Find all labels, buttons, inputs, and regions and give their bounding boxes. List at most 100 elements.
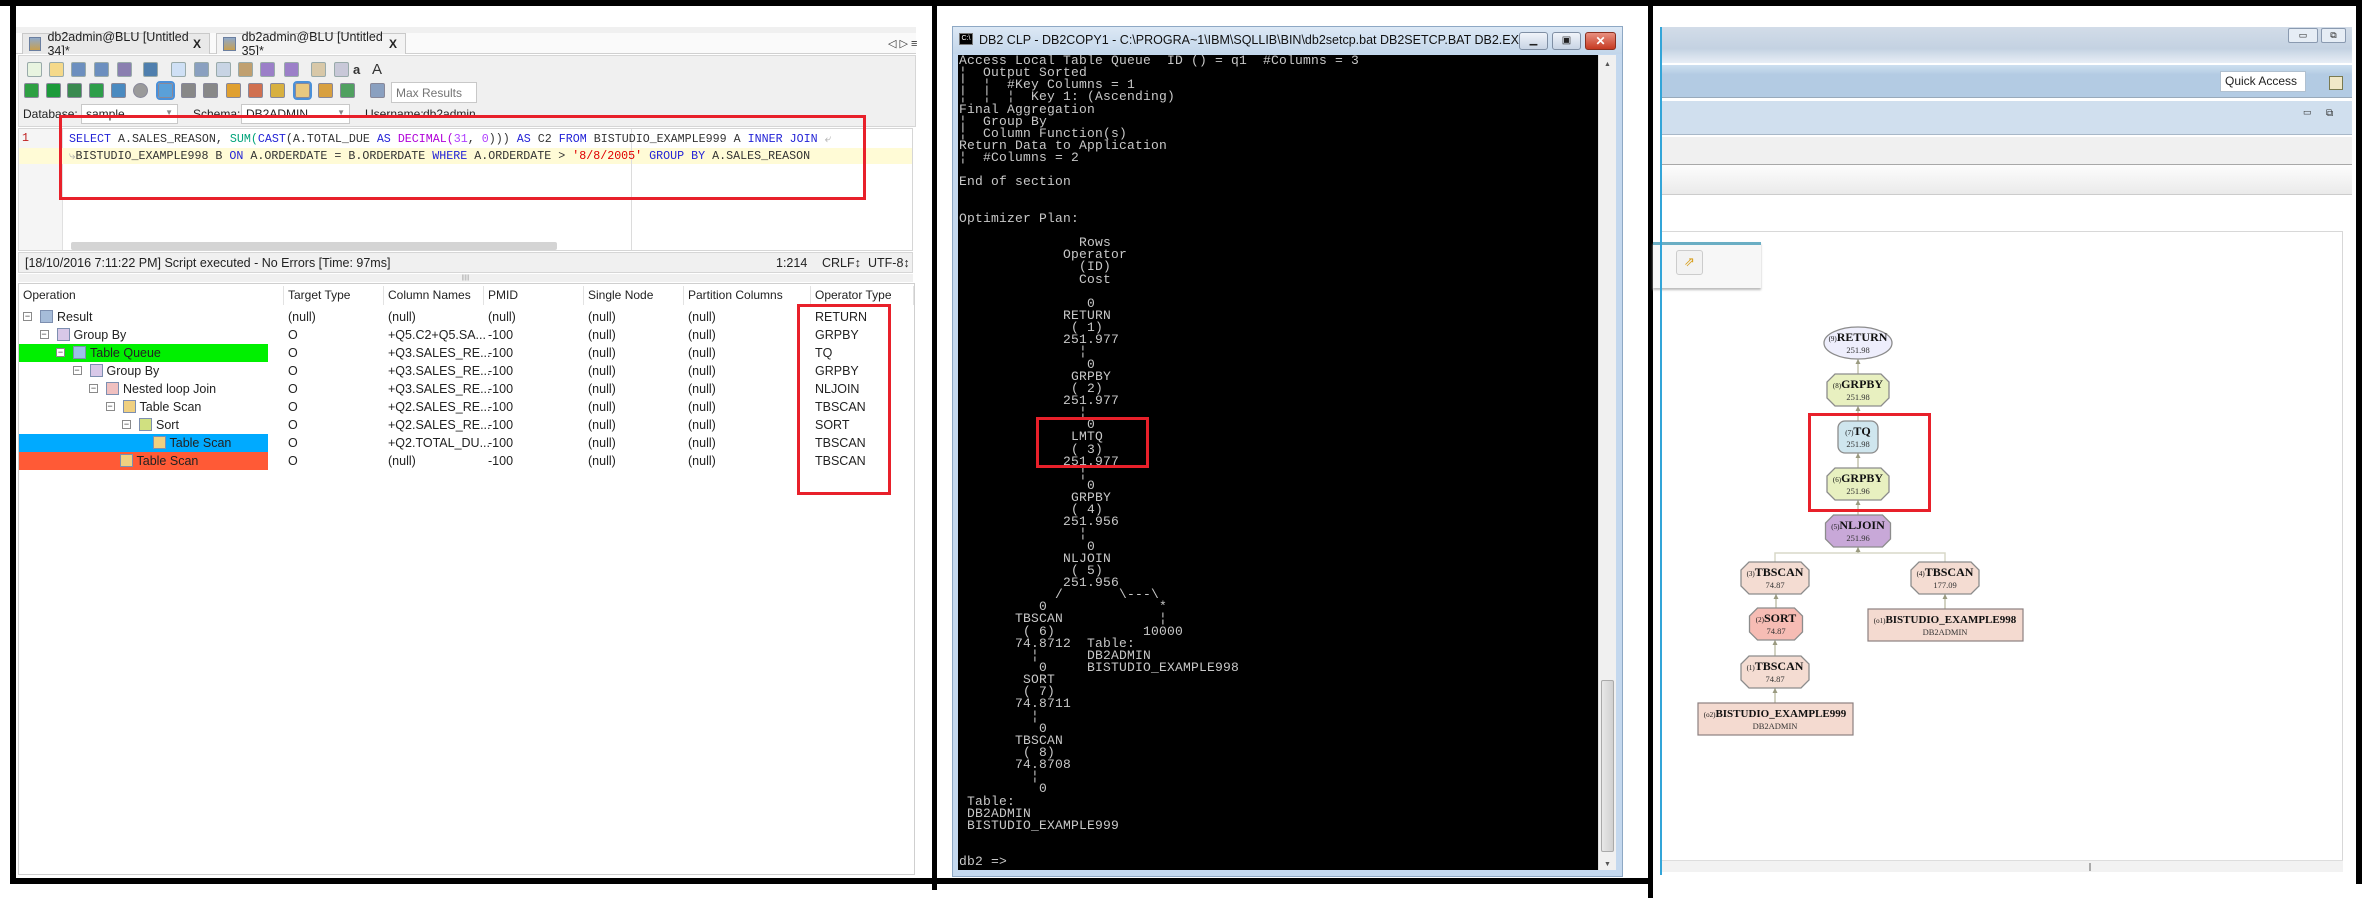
connect-icon[interactable]: [226, 83, 241, 98]
export-icon[interactable]: ⇗: [1676, 250, 1703, 275]
minimize-button[interactable]: ▁: [1519, 32, 1548, 50]
column-header-operation[interactable]: Operation: [19, 286, 284, 305]
script-options-icon[interactable]: [370, 83, 385, 98]
console-output[interactable]: Access Local Table Queue ID () = q1 #Col…: [958, 55, 1598, 870]
console-scrollbar[interactable]: ▲ ▼: [1598, 55, 1616, 870]
collapse-toggle-icon[interactable]: −: [122, 419, 131, 429]
window-restore-button[interactable]: ⧉: [2321, 28, 2346, 43]
column-header-target-type[interactable]: Target Type: [284, 286, 384, 305]
font-decrease-button[interactable]: a: [353, 62, 361, 77]
max-results-input[interactable]: [391, 82, 477, 103]
collapse-toggle-icon[interactable]: −: [72, 365, 82, 375]
disconnect-icon[interactable]: [248, 83, 263, 98]
scroll-down-icon[interactable]: ▼: [1604, 861, 1611, 868]
paste-icon[interactable]: [238, 62, 253, 77]
diagram-hscrollbar[interactable]: [1662, 860, 2343, 872]
collapse-toggle-icon[interactable]: −: [39, 329, 49, 339]
auto-commit-icon[interactable]: [156, 81, 175, 100]
close-tab-icon[interactable]: X: [388, 37, 397, 51]
column-header-single-node[interactable]: Single Node: [584, 286, 684, 305]
results-tree-icon[interactable]: [318, 83, 333, 98]
new-file-icon[interactable]: [27, 62, 42, 77]
run-all-icon[interactable]: [24, 83, 39, 98]
tab-untitled-34[interactable]: db2admin@BLU [Untitled 34]* X: [22, 30, 210, 58]
schema-select[interactable]: DB2ADMIN▼: [241, 104, 350, 124]
commit-icon[interactable]: [181, 83, 196, 98]
splitter-handle[interactable]: |||||: [18, 274, 913, 282]
font-increase-button[interactable]: A: [372, 61, 383, 78]
encoding-select[interactable]: UTF-8↕: [868, 256, 910, 270]
results-grid-icon[interactable]: [293, 81, 312, 100]
perspective-icon[interactable]: [2329, 76, 2343, 90]
view-minimize-icon[interactable]: ▭: [2303, 107, 2312, 117]
arrowhead-icon: [1773, 594, 1779, 599]
column-header-column-names[interactable]: Column Names: [384, 286, 484, 305]
select-icon[interactable]: [171, 62, 186, 77]
wrap-marker-icon: ⤶: [817, 132, 832, 146]
redo-icon[interactable]: [284, 62, 299, 77]
tab-untitled-35[interactable]: db2admin@BLU [Untitled 35]* X: [216, 30, 406, 58]
results-text-icon[interactable]: [340, 83, 355, 98]
close-tab-icon[interactable]: X: [192, 37, 201, 51]
column-header-pmid[interactable]: PMID: [484, 286, 584, 305]
save-as-icon[interactable]: [94, 62, 109, 77]
table-row[interactable]: −Result(null)(null)(null)(null)(null)RET…: [19, 308, 914, 326]
collapse-toggle-icon[interactable]: −: [105, 401, 115, 411]
run-current-icon[interactable]: [67, 83, 82, 98]
console-line: ¦ ¦ #Key Columns = 1: [959, 77, 1136, 93]
cut-icon[interactable]: [194, 62, 209, 77]
save-icon[interactable]: [71, 62, 86, 77]
open-file-icon[interactable]: [49, 62, 64, 77]
tab-scroll-arrows-icon[interactable]: ◁ ▷ ≡: [888, 38, 918, 50]
single-node-cell: (null): [588, 364, 616, 378]
line-ending-select[interactable]: CRLF↕: [822, 256, 861, 270]
find-icon[interactable]: [311, 62, 326, 77]
run-method-icon[interactable]: [111, 83, 126, 98]
window-minimize-button[interactable]: ▭: [2288, 28, 2318, 43]
print-icon[interactable]: [143, 62, 158, 77]
run-icon[interactable]: [46, 83, 61, 98]
copy-icon[interactable]: [216, 62, 231, 77]
scroll-grip[interactable]: [2089, 863, 2091, 871]
explain-icon[interactable]: [270, 83, 285, 98]
scroll-thumb[interactable]: [1601, 680, 1614, 852]
quick-access-input[interactable]: Quick Access: [2220, 71, 2306, 92]
column-header-partition-columns[interactable]: Partition Columns: [684, 286, 811, 305]
rollback-icon[interactable]: [203, 83, 218, 98]
save-all-icon[interactable]: [117, 62, 132, 77]
horizontal-scrollbar[interactable]: [71, 242, 557, 250]
close-button[interactable]: ✕: [1585, 32, 1616, 50]
node-number: (4): [1917, 570, 1926, 578]
column-header-operator-type[interactable]: Operator Type: [811, 286, 914, 305]
maximize-button[interactable]: ▣: [1552, 32, 1581, 50]
collapse-toggle-icon[interactable]: −: [89, 383, 98, 393]
collapse-toggle-icon[interactable]: −: [23, 311, 32, 321]
scroll-up-icon[interactable]: ▲: [1604, 61, 1611, 68]
collapse-toggle-icon[interactable]: −: [56, 347, 65, 357]
find-replace-icon[interactable]: [334, 62, 349, 77]
view-restore-icon[interactable]: ⧉: [2326, 108, 2334, 119]
validate-icon[interactable]: [89, 83, 104, 98]
undo-icon[interactable]: [260, 62, 275, 77]
console-line: ( 1): [959, 320, 1104, 336]
stop-icon[interactable]: [133, 83, 148, 98]
